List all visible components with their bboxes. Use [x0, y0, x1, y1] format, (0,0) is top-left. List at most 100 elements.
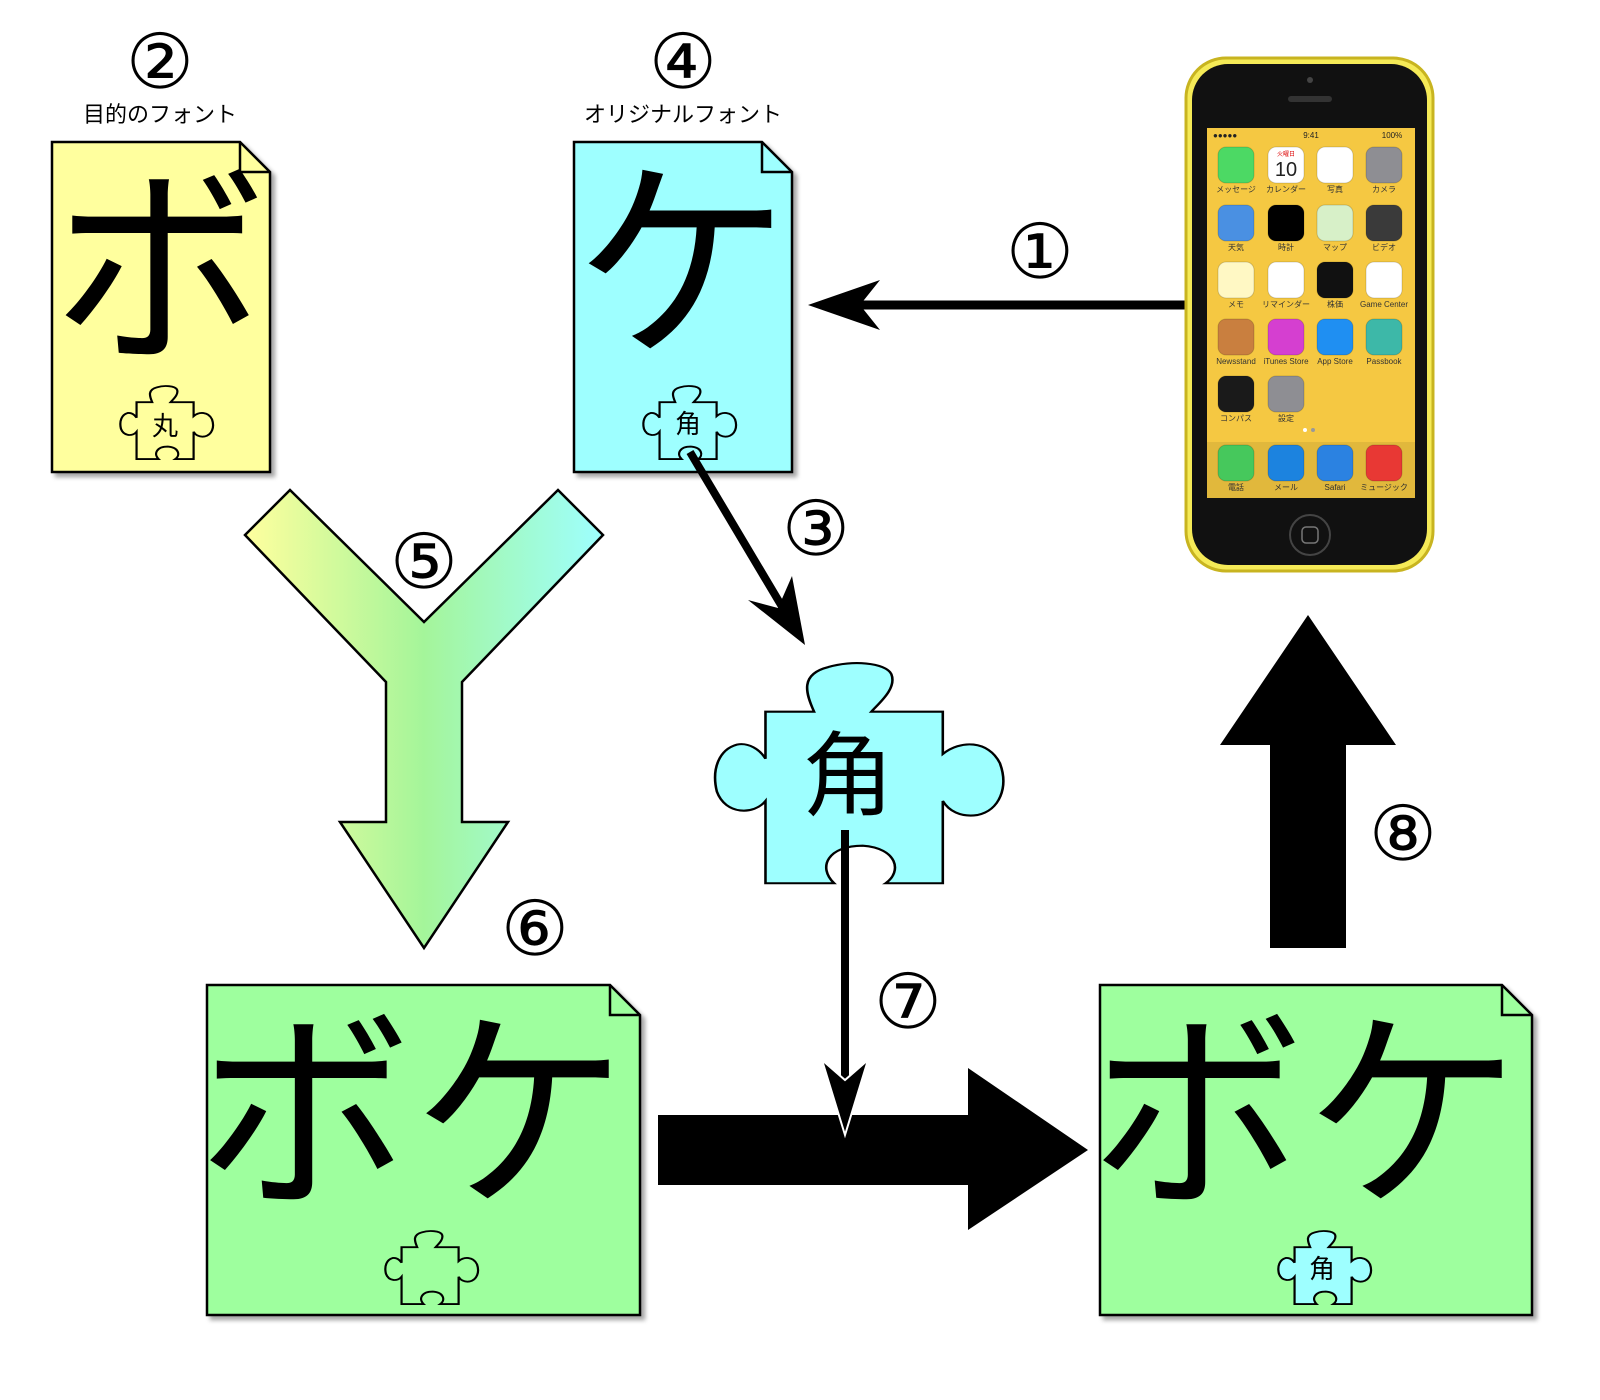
- music-icon-tile: [1365, 444, 1403, 482]
- step-8-number: ⑧: [1369, 789, 1437, 878]
- safari-icon-tile: [1316, 444, 1354, 482]
- app-label: 写真: [1327, 184, 1343, 194]
- stocks-icon-tile: [1316, 261, 1354, 299]
- notes-icon-tile: [1217, 261, 1255, 299]
- photos-icon-tile: [1316, 146, 1354, 184]
- page-dot: [1303, 428, 1307, 432]
- weather-icon[interactable]: 天気: [1217, 204, 1255, 252]
- messages-icon[interactable]: メッセージ: [1216, 146, 1256, 194]
- status-battery: 100%: [1382, 131, 1402, 140]
- step-6-number: ⑥: [501, 884, 569, 973]
- app-label: Newsstand: [1216, 357, 1256, 366]
- home-screen-apps: メッセージ カレンダー 火曜日10 写真 カメラ天気 時計マップ ビデオメモリマインダー 株価…: [1216, 146, 1408, 492]
- app-label: Passbook: [1366, 357, 1402, 366]
- status-signal: ●●●●●: [1213, 131, 1237, 140]
- calendar-day: 10: [1275, 159, 1297, 181]
- document-sheet: [205, 983, 642, 1317]
- maps-icon-tile: [1316, 204, 1354, 242]
- app-label: コンパス: [1220, 414, 1252, 423]
- phone-icon[interactable]: 電話: [1217, 444, 1255, 492]
- app-label: App Store: [1317, 357, 1353, 366]
- app-store-icon-tile: [1316, 318, 1354, 356]
- mail-icon-tile: [1267, 444, 1305, 482]
- document-fold: [238, 142, 270, 174]
- music-icon[interactable]: ミュージック: [1360, 444, 1408, 492]
- final-font-document: [1098, 983, 1534, 1317]
- weather-icon-tile: [1217, 204, 1255, 242]
- newsstand-icon-tile: [1217, 318, 1255, 356]
- videos-icon[interactable]: ビデオ: [1365, 204, 1403, 252]
- arrow-step-7: [820, 830, 870, 1139]
- arrow-merge-to-final: [658, 1068, 1088, 1230]
- camera-icon-tile: [1365, 146, 1403, 184]
- app-label: カレンダー: [1266, 184, 1306, 194]
- app-store-icon[interactable]: App Store: [1316, 318, 1354, 366]
- document-sheet: [1098, 983, 1534, 1317]
- home-button[interactable]: [1289, 514, 1331, 556]
- document-fold: [608, 985, 640, 1017]
- arrow-step-3: [686, 449, 805, 645]
- target-font-caption: 目的のフォント: [83, 103, 237, 128]
- compass-icon[interactable]: コンパス: [1217, 375, 1255, 423]
- app-label: 電話: [1228, 482, 1244, 492]
- settings-icon-tile: [1267, 375, 1305, 413]
- settings-icon[interactable]: 設定: [1267, 375, 1305, 423]
- itunes-store-icon-tile: [1267, 318, 1305, 356]
- maps-icon[interactable]: マップ: [1316, 204, 1354, 252]
- big-piece-label: 角: [802, 723, 894, 830]
- original-piece-label: 角: [675, 410, 701, 440]
- photos-icon[interactable]: 写真: [1316, 146, 1354, 194]
- app-label: メッセージ: [1216, 185, 1256, 194]
- dock: [1207, 442, 1415, 498]
- safari-icon[interactable]: Safari: [1316, 444, 1354, 492]
- app-label: リマインダー: [1262, 299, 1310, 309]
- status-time: 9:41: [1303, 131, 1319, 140]
- original-font-glyph: ケ: [575, 140, 790, 391]
- mail-icon[interactable]: メール: [1267, 444, 1305, 492]
- final-piece-label: 角: [1309, 1255, 1335, 1285]
- passbook-icon[interactable]: Passbook: [1365, 318, 1403, 366]
- clock-icon[interactable]: 時計: [1267, 204, 1305, 252]
- itunes-store-icon[interactable]: iTunes Store: [1263, 318, 1309, 366]
- step-4-number: ④: [649, 17, 717, 106]
- calendar-weekday: 火曜日: [1277, 151, 1295, 158]
- notes-icon[interactable]: メモ: [1217, 261, 1255, 309]
- target-font-glyph: ボ: [53, 145, 268, 396]
- calendar-icon-tile: [1267, 146, 1305, 184]
- app-label: Game Center: [1360, 300, 1408, 309]
- earpiece: [1288, 96, 1332, 102]
- app-label: メール: [1274, 483, 1298, 492]
- app-label: Safari: [1325, 483, 1346, 492]
- reminders-icon[interactable]: リマインダー: [1262, 261, 1310, 309]
- step-5-number: ⑤: [390, 517, 458, 606]
- app-label: 株価: [1327, 299, 1343, 309]
- messages-icon-tile: [1217, 146, 1255, 184]
- videos-icon-tile: [1365, 204, 1403, 242]
- step-2-number: ②: [126, 17, 194, 106]
- original-font-document: [572, 140, 794, 474]
- game-center-icon[interactable]: Game Center: [1360, 261, 1408, 309]
- document-fold: [1500, 985, 1532, 1017]
- app-label: マップ: [1323, 243, 1347, 252]
- app-label: 設定: [1278, 413, 1294, 423]
- app-label: iTunes Store: [1263, 357, 1309, 366]
- step-3-number: ③: [782, 484, 850, 573]
- step-7-number: ⑦: [874, 957, 942, 1046]
- app-label: 天気: [1228, 242, 1244, 252]
- target-piece-label: 丸: [152, 412, 178, 442]
- final-font-glyphs: ボケ: [1090, 990, 1520, 1241]
- document-sheet: [572, 140, 794, 474]
- newsstand-icon[interactable]: Newsstand: [1216, 318, 1256, 366]
- stocks-icon[interactable]: 株価: [1316, 261, 1354, 309]
- phone-screen: [1207, 128, 1415, 498]
- step-1-number: ①: [1006, 207, 1074, 296]
- camera-icon[interactable]: カメラ: [1365, 146, 1403, 194]
- original-font-caption: オリジナルフォント: [584, 103, 782, 128]
- target-font-document: [50, 140, 272, 474]
- clock-icon-tile: [1267, 204, 1305, 242]
- phone-icon-tile: [1217, 444, 1255, 482]
- front-camera: [1307, 77, 1313, 83]
